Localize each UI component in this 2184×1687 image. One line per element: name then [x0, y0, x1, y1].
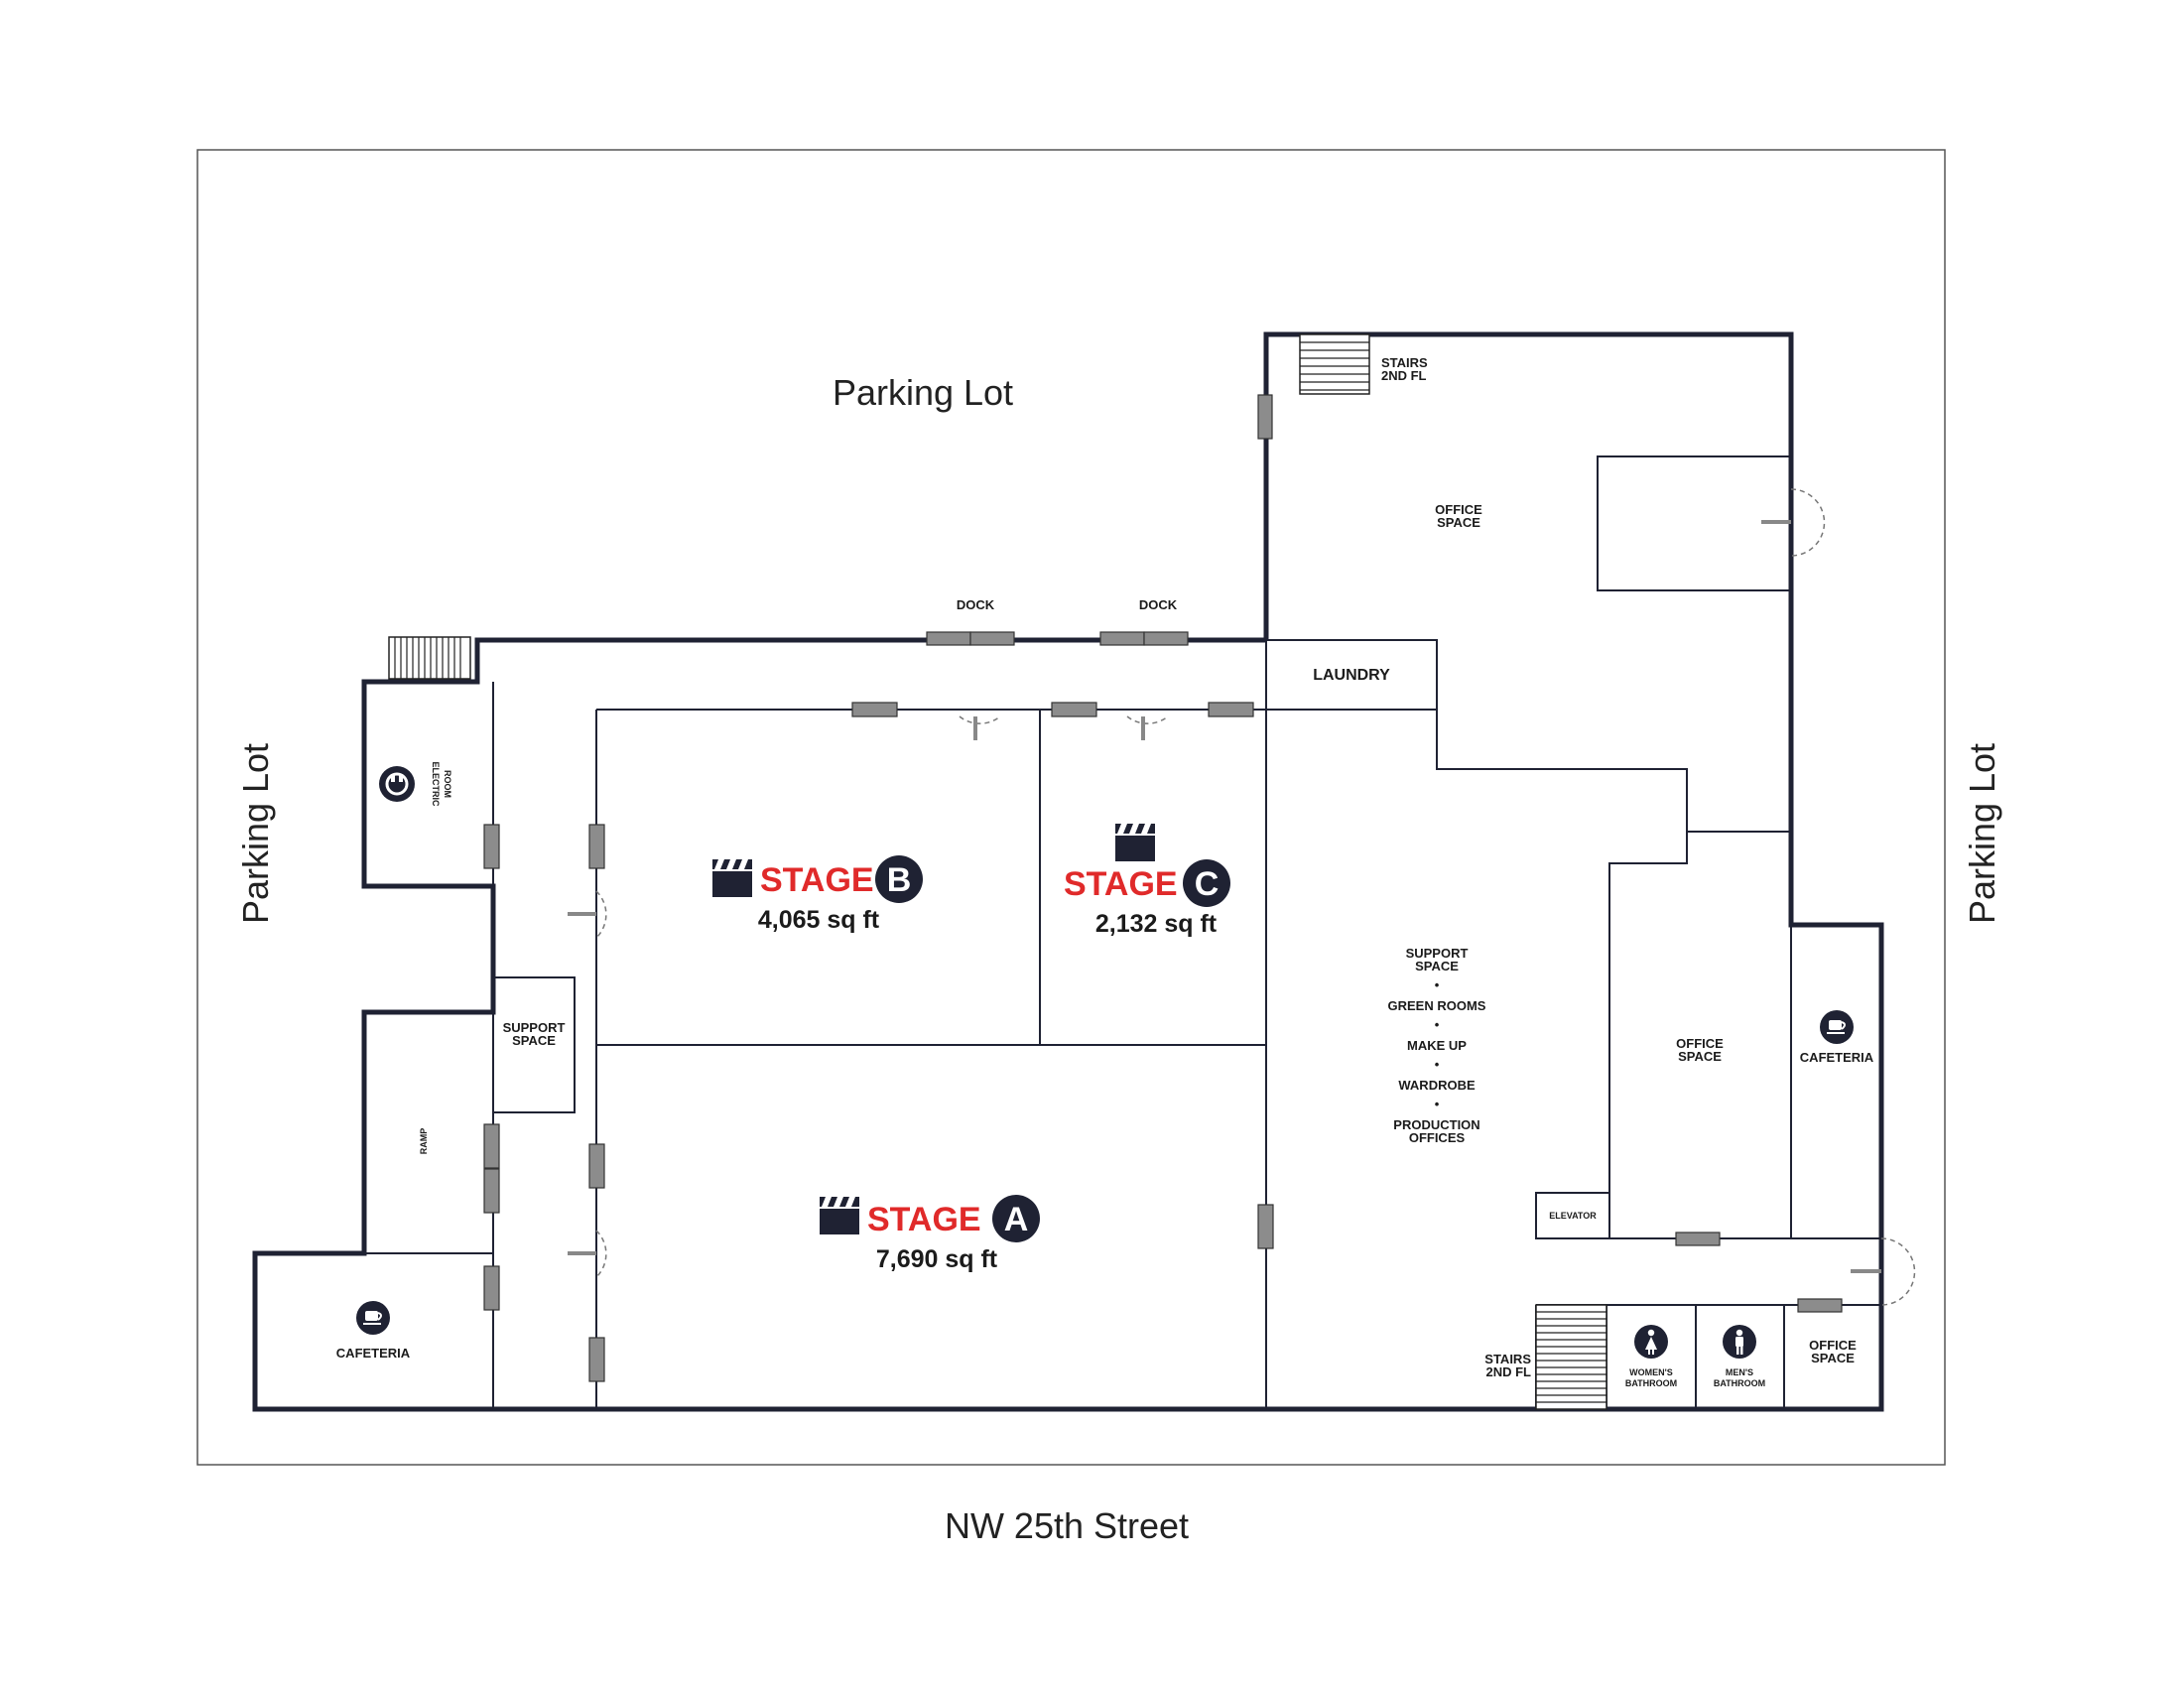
stairs-top-label: STAIRS	[1381, 355, 1428, 370]
stage-a: STAGE A 7,690 sq ft	[820, 1195, 1040, 1273]
electric-room-label: ROOM	[443, 770, 452, 798]
green-rooms-label: GREEN ROOMS	[1388, 998, 1486, 1013]
stairs-bottom-label: STAIRS	[1484, 1352, 1531, 1366]
parking-lot-right-label: Parking Lot	[1962, 743, 2002, 924]
dock-door-2b	[1143, 631, 1189, 646]
support-space-left-label: SUPPORT	[503, 1020, 566, 1035]
bullet: •	[1435, 1017, 1440, 1032]
dock-label: DOCK	[957, 597, 995, 612]
support-space-left-label: SPACE	[512, 1033, 556, 1048]
door	[588, 1143, 605, 1189]
stage-c-letter: C	[1195, 865, 1220, 903]
stage-c: STAGE C 2,132 sq ft	[1064, 824, 1230, 938]
laundry-label: LAUNDRY	[1313, 667, 1390, 684]
production-offices-label: OFFICES	[1409, 1130, 1466, 1145]
man-icon	[1723, 1325, 1756, 1359]
door	[1257, 394, 1273, 440]
stairs-left-exterior	[388, 636, 471, 680]
dock-label: DOCK	[1139, 597, 1178, 612]
womens-bathroom-label: WOMEN'S	[1629, 1367, 1673, 1377]
office-space-top-label: OFFICE	[1435, 502, 1482, 517]
support-space-center-label: SUPPORT	[1406, 946, 1469, 961]
bullet: •	[1435, 977, 1440, 992]
stairs-bottom	[1535, 1304, 1607, 1410]
stage-b-letter: B	[887, 861, 912, 899]
door	[483, 1168, 500, 1214]
door	[483, 824, 500, 869]
door	[1051, 702, 1097, 717]
street-label: NW 25th Street	[945, 1505, 1189, 1546]
cafeteria-left-label: CAFETERIA	[336, 1346, 411, 1361]
elevator-label: ELEVATOR	[1549, 1211, 1597, 1221]
cafeteria-right-label: CAFETERIA	[1800, 1050, 1874, 1065]
door	[1797, 1298, 1843, 1313]
dock-door-1	[926, 631, 971, 646]
mens-bathroom-label: BATHROOM	[1714, 1378, 1765, 1388]
mens-bathroom-label: MEN'S	[1726, 1367, 1753, 1377]
ramp-label: RAMP	[419, 1128, 429, 1155]
dock-door-2	[1099, 631, 1145, 646]
production-offices-label: PRODUCTION	[1393, 1117, 1479, 1132]
doors	[483, 394, 1916, 1382]
office-space-top-label: SPACE	[1437, 515, 1480, 530]
office-space-br-label: SPACE	[1811, 1351, 1855, 1365]
door	[1208, 702, 1254, 717]
door	[1257, 1204, 1274, 1249]
door	[588, 824, 605, 869]
parking-lot-top-label: Parking Lot	[833, 372, 1013, 413]
clapperboard-icon	[1115, 824, 1155, 861]
door	[851, 702, 898, 717]
office-space-br-label: OFFICE	[1809, 1338, 1857, 1353]
stage-a-letter: A	[1004, 1201, 1029, 1238]
electric-room-label: ELECTRIC	[431, 762, 441, 808]
door	[483, 1265, 500, 1311]
woman-icon	[1634, 1325, 1668, 1359]
map-frame	[196, 149, 1946, 1466]
parking-lot-left-label: Parking Lot	[235, 743, 276, 924]
stairs-top	[1299, 333, 1370, 395]
office-space-mid-label: SPACE	[1678, 1049, 1722, 1064]
make-up-label: MAKE UP	[1407, 1038, 1467, 1053]
door	[483, 1123, 500, 1169]
wardrobe-label: WARDROBE	[1398, 1078, 1476, 1093]
electric-plug-icon	[379, 766, 415, 802]
clapperboard-icon	[712, 859, 752, 897]
dock-door-1b	[969, 631, 1015, 646]
bullet: •	[1435, 1097, 1440, 1111]
stage-c-title: STAGE	[1064, 865, 1178, 903]
door	[1675, 1232, 1721, 1246]
stage-b: STAGE B 4,065 sq ft	[712, 855, 923, 934]
door	[588, 1337, 605, 1382]
coffee-cup-icon	[356, 1301, 390, 1335]
stage-b-area: 4,065 sq ft	[758, 906, 880, 934]
womens-bathroom-label: BATHROOM	[1625, 1378, 1677, 1388]
stairs-bottom-label: 2ND FL	[1486, 1364, 1532, 1379]
office-space-mid-label: OFFICE	[1676, 1036, 1724, 1051]
stage-c-area: 2,132 sq ft	[1095, 910, 1218, 938]
stage-a-title: STAGE	[867, 1201, 981, 1238]
coffee-cup-icon	[1820, 1010, 1854, 1044]
stage-a-area: 7,690 sq ft	[876, 1245, 998, 1273]
stage-b-title: STAGE	[760, 861, 874, 899]
clapperboard-icon	[820, 1197, 859, 1234]
stairs-top-label: 2ND FL	[1381, 368, 1427, 383]
support-space-center-label: SPACE	[1415, 959, 1459, 973]
bullet: •	[1435, 1057, 1440, 1072]
